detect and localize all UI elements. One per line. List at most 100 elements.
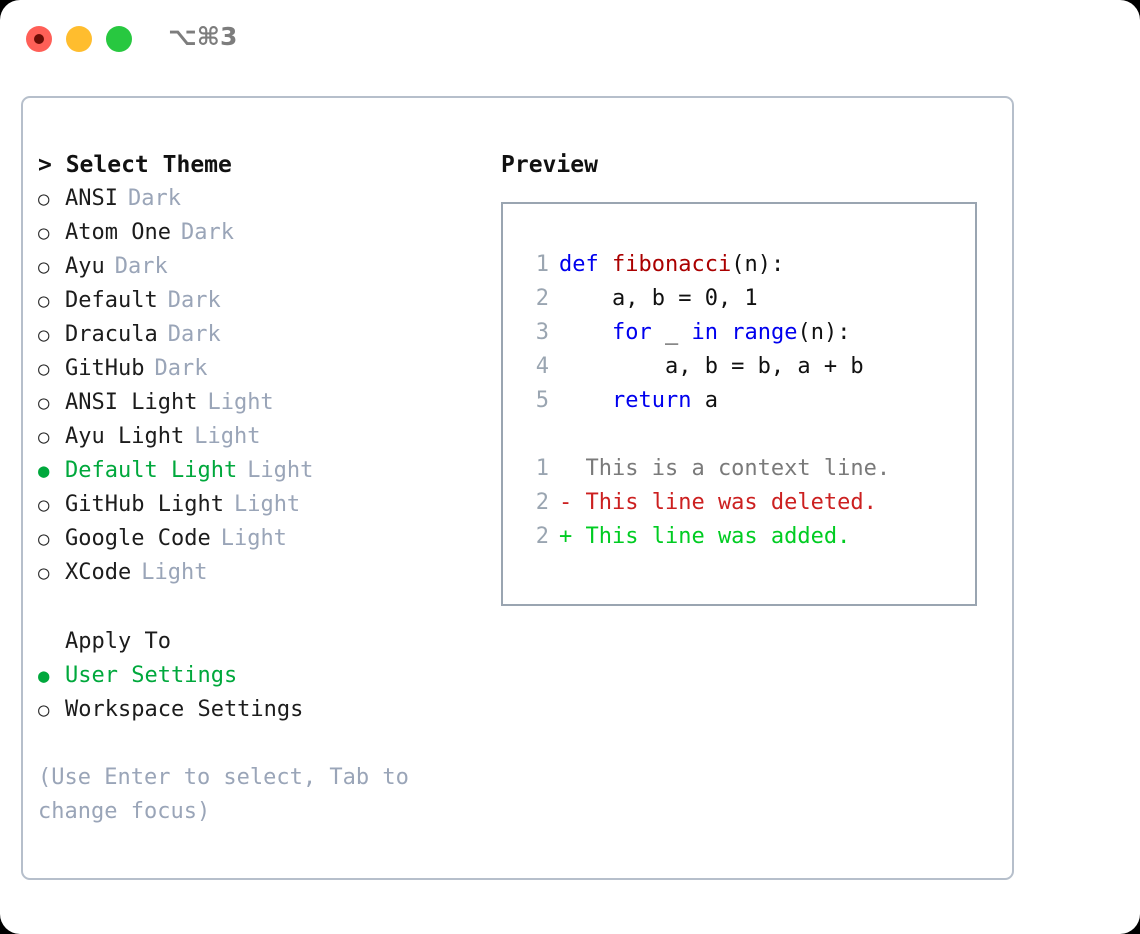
code-line: 1 def fibonacci(n): (503, 248, 975, 282)
code-token-plain: a (691, 388, 718, 413)
theme-category-tag: Light (194, 424, 261, 449)
code-token-plain: (n): (797, 320, 851, 345)
theme-category-tag: Light (247, 458, 314, 483)
minimize-button[interactable] (66, 26, 92, 52)
theme-list-item[interactable]: ○ ANSI Dark (38, 182, 488, 216)
code-line-text: for _ in range(n): (559, 316, 850, 350)
theme-name-label: ANSI (65, 186, 118, 211)
diff-line: 2- This line was deleted. (503, 486, 975, 520)
line-number: 2 (535, 286, 549, 311)
radio-unselected-icon[interactable]: ○ (38, 426, 50, 448)
code-token-kw: def (559, 252, 612, 277)
theme-list-item[interactable]: ● Default Light Light (38, 454, 488, 488)
theme-list-item[interactable]: ○ Ayu Dark (38, 250, 488, 284)
theme-name-label: GitHub (65, 356, 145, 381)
radio-unselected-icon[interactable]: ○ (38, 188, 50, 210)
theme-name-label: Atom One (65, 220, 171, 245)
apply-to-section: Apply To ● User Settings ○ Workspace Settin… (38, 625, 488, 727)
code-token-plain: a, b = 0, 1 (559, 286, 758, 311)
radio-selected-icon[interactable]: ● (38, 460, 50, 482)
radio-unselected-icon[interactable]: ○ (38, 562, 50, 584)
theme-category-tag: Dark (127, 186, 181, 211)
code-line: 5 return a (503, 384, 975, 418)
theme-name-label: ANSI Light (65, 390, 198, 415)
apply-to-list[interactable]: ● User Settings ○ Workspace Settings (38, 659, 488, 727)
theme-category-tag: Light (207, 390, 274, 415)
code-token-plain: _ (651, 320, 692, 345)
theme-category-tag: Light (220, 526, 287, 551)
code-line-text: a, b = 0, 1 (559, 282, 758, 316)
theme-name-label: Google Code (65, 526, 211, 551)
code-line: 4 a, b = b, a + b (503, 350, 975, 384)
theme-name-label: GitHub Light (65, 492, 224, 517)
theme-list-item[interactable]: ○ ANSI Light Light (38, 386, 488, 420)
line-number: 5 (535, 388, 549, 413)
select-theme-heading: > Select Theme (38, 152, 232, 178)
code-token-plain: a, b = b, a + b (559, 354, 864, 379)
theme-list-item[interactable]: ○ XCode Light (38, 556, 488, 590)
theme-name-label: Dracula (65, 322, 158, 347)
apply-to-option[interactable]: ○ Workspace Settings (38, 693, 488, 727)
code-token-kw: in (691, 320, 732, 345)
apply-to-option[interactable]: ● User Settings (38, 659, 488, 693)
keyboard-shortcut-label: ⌥⌘3 (168, 22, 238, 51)
radio-unselected-icon[interactable]: ○ (38, 494, 50, 516)
code-token-plain (559, 320, 612, 345)
theme-category-tag: Dark (167, 288, 221, 313)
radio-unselected-icon[interactable]: ○ (38, 256, 50, 278)
code-token-fn: fibonacci (611, 252, 732, 277)
line-number: 1 (535, 456, 549, 481)
radio-unselected-icon[interactable]: ○ (38, 699, 50, 721)
radio-unselected-icon[interactable]: ○ (38, 290, 50, 312)
line-number: 3 (535, 320, 549, 345)
theme-name-label: Default Light (65, 458, 238, 483)
keyboard-hint-text: (Use Enter to select, Tab to change focu… (38, 765, 409, 824)
code-spacer (503, 418, 975, 452)
theme-category-tag: Light (233, 492, 301, 517)
code-line-text: return a (559, 384, 718, 418)
code-token-plain: (n): (731, 252, 785, 277)
diff-line-text-add: + This line was added. (559, 524, 851, 549)
radio-unselected-icon[interactable]: ○ (38, 324, 50, 346)
theme-list-item[interactable]: ○ Google Code Light (38, 522, 488, 556)
recording-indicator-icon (34, 34, 44, 44)
diff-line-text-ctx: This is a context line. (559, 456, 891, 481)
apply-to-option-label: User Settings (65, 663, 238, 688)
theme-list-item[interactable]: ○ Ayu Light Light (38, 420, 488, 454)
radio-unselected-icon[interactable]: ○ (38, 358, 50, 380)
diff-line: 2+ This line was added. (503, 520, 975, 554)
diff-line: 1 This is a context line. (503, 452, 975, 486)
theme-list-item[interactable]: ○ GitHub Light Light (38, 488, 488, 522)
close-button[interactable] (26, 26, 52, 52)
line-number: 1 (535, 252, 549, 277)
theme-name-label: Default (65, 288, 158, 313)
theme-name-label: Ayu (65, 254, 105, 279)
theme-category-tag: Dark (180, 220, 234, 245)
radio-unselected-icon[interactable]: ○ (38, 392, 50, 414)
theme-category-tag: Light (141, 560, 208, 585)
theme-category-tag: Dark (114, 254, 168, 279)
theme-category-tag: Dark (154, 356, 208, 381)
apply-to-heading: Apply To (65, 629, 171, 654)
radio-selected-icon[interactable]: ● (38, 665, 50, 687)
theme-name-label: XCode (65, 560, 132, 585)
apply-to-option-label: Workspace Settings (65, 697, 304, 722)
radio-unselected-icon[interactable]: ○ (38, 222, 50, 244)
radio-unselected-icon[interactable]: ○ (38, 528, 50, 550)
line-number: 2 (535, 490, 549, 515)
theme-list-item[interactable]: ○ Atom One Dark (38, 216, 488, 250)
maximize-button[interactable] (106, 26, 132, 52)
theme-list-item[interactable]: ○ GitHub Dark (38, 352, 488, 386)
line-number: 4 (535, 354, 549, 379)
theme-name-label: Ayu Light (65, 424, 185, 449)
code-token-kw: return (611, 388, 692, 413)
code-line: 3 for _ in range(n): (503, 316, 975, 350)
diff-sample: 1 This is a context line.2- This line wa… (503, 452, 975, 554)
theme-list-item[interactable]: ○ Default Dark (38, 284, 488, 318)
